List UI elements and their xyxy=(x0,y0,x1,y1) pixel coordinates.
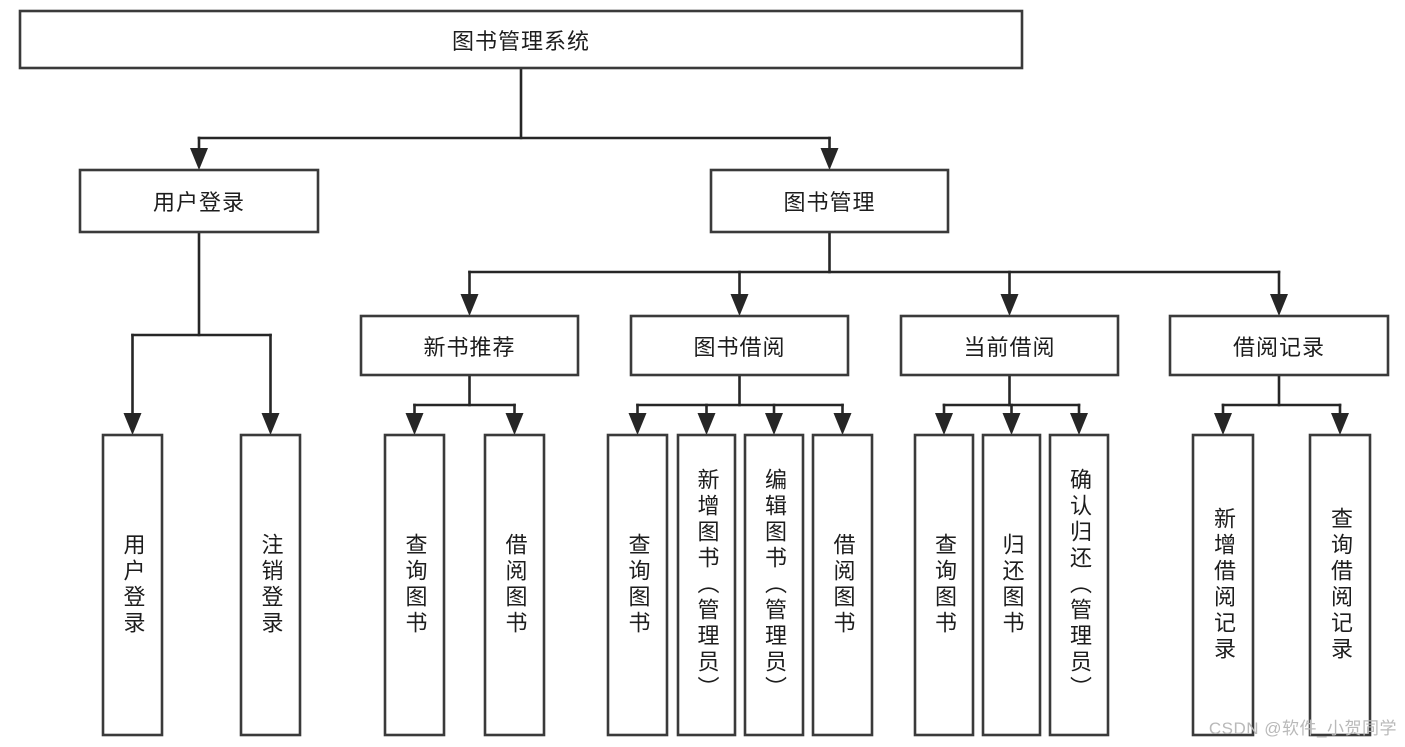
arrow-head-icon-new-book-rec xyxy=(460,294,479,316)
arrow-head-icon-book-borrow xyxy=(730,294,749,316)
arrow-head-icon-current-borrow xyxy=(1000,294,1019,316)
arrow-head-icon-user-login xyxy=(190,148,208,170)
node-box-leaf-return-book xyxy=(981,433,1042,737)
node-box-current-borrow xyxy=(899,314,1120,377)
node-box-user-login xyxy=(78,168,320,234)
arrow-head-icon-leaf-borrow-book-2 xyxy=(833,413,852,435)
arrow-head-icon-leaf-query-record xyxy=(1331,413,1349,435)
node-box-leaf-user-login xyxy=(101,433,164,737)
node-box-leaf-borrow-book-1 xyxy=(483,433,546,737)
edges-layer xyxy=(123,66,1349,435)
arrow-head-icon-leaf-borrow-book-1 xyxy=(505,413,524,435)
node-box-book-borrow xyxy=(629,314,850,377)
arrow-head-icon-book-manage xyxy=(820,148,839,170)
node-box-leaf-add-record xyxy=(1191,433,1255,737)
arrow-head-icon-leaf-query-book-2 xyxy=(628,413,647,435)
node-box-leaf-confirm-return xyxy=(1048,433,1110,737)
arrow-head-icon-leaf-edit-book xyxy=(765,413,783,435)
arrow-head-icon-borrow-record xyxy=(1270,294,1288,316)
node-box-leaf-add-book xyxy=(676,433,737,737)
node-box-new-book-rec xyxy=(359,314,580,377)
arrow-head-icon-leaf-return-book xyxy=(1002,413,1021,435)
node-box-leaf-query-book-3 xyxy=(913,433,975,737)
node-box-leaf-query-record xyxy=(1308,433,1372,737)
node-box-leaf-edit-book xyxy=(743,433,805,737)
node-box-leaf-borrow-book-2 xyxy=(811,433,874,737)
node-box-borrow-record xyxy=(1168,314,1390,377)
boxes-layer xyxy=(18,9,1390,737)
arrow-head-icon-leaf-confirm-return xyxy=(1070,413,1088,435)
node-box-leaf-query-book-1 xyxy=(383,433,446,737)
arrow-head-icon-leaf-query-book-1 xyxy=(405,413,424,435)
arrow-head-icon-leaf-query-book-3 xyxy=(935,413,953,435)
arrow-head-icon-leaf-add-record xyxy=(1214,413,1232,435)
arrow-head-icon-leaf-add-book xyxy=(697,413,716,435)
node-box-book-manage xyxy=(709,168,950,234)
node-box-root xyxy=(18,9,1024,70)
arrow-head-icon-leaf-logout xyxy=(261,413,280,435)
node-box-leaf-query-book-2 xyxy=(606,433,669,737)
arrow-head-icon-leaf-user-login xyxy=(123,413,142,435)
watermark-text: CSDN @软件_小贺同学 xyxy=(1208,719,1397,738)
node-box-leaf-logout xyxy=(239,433,302,737)
